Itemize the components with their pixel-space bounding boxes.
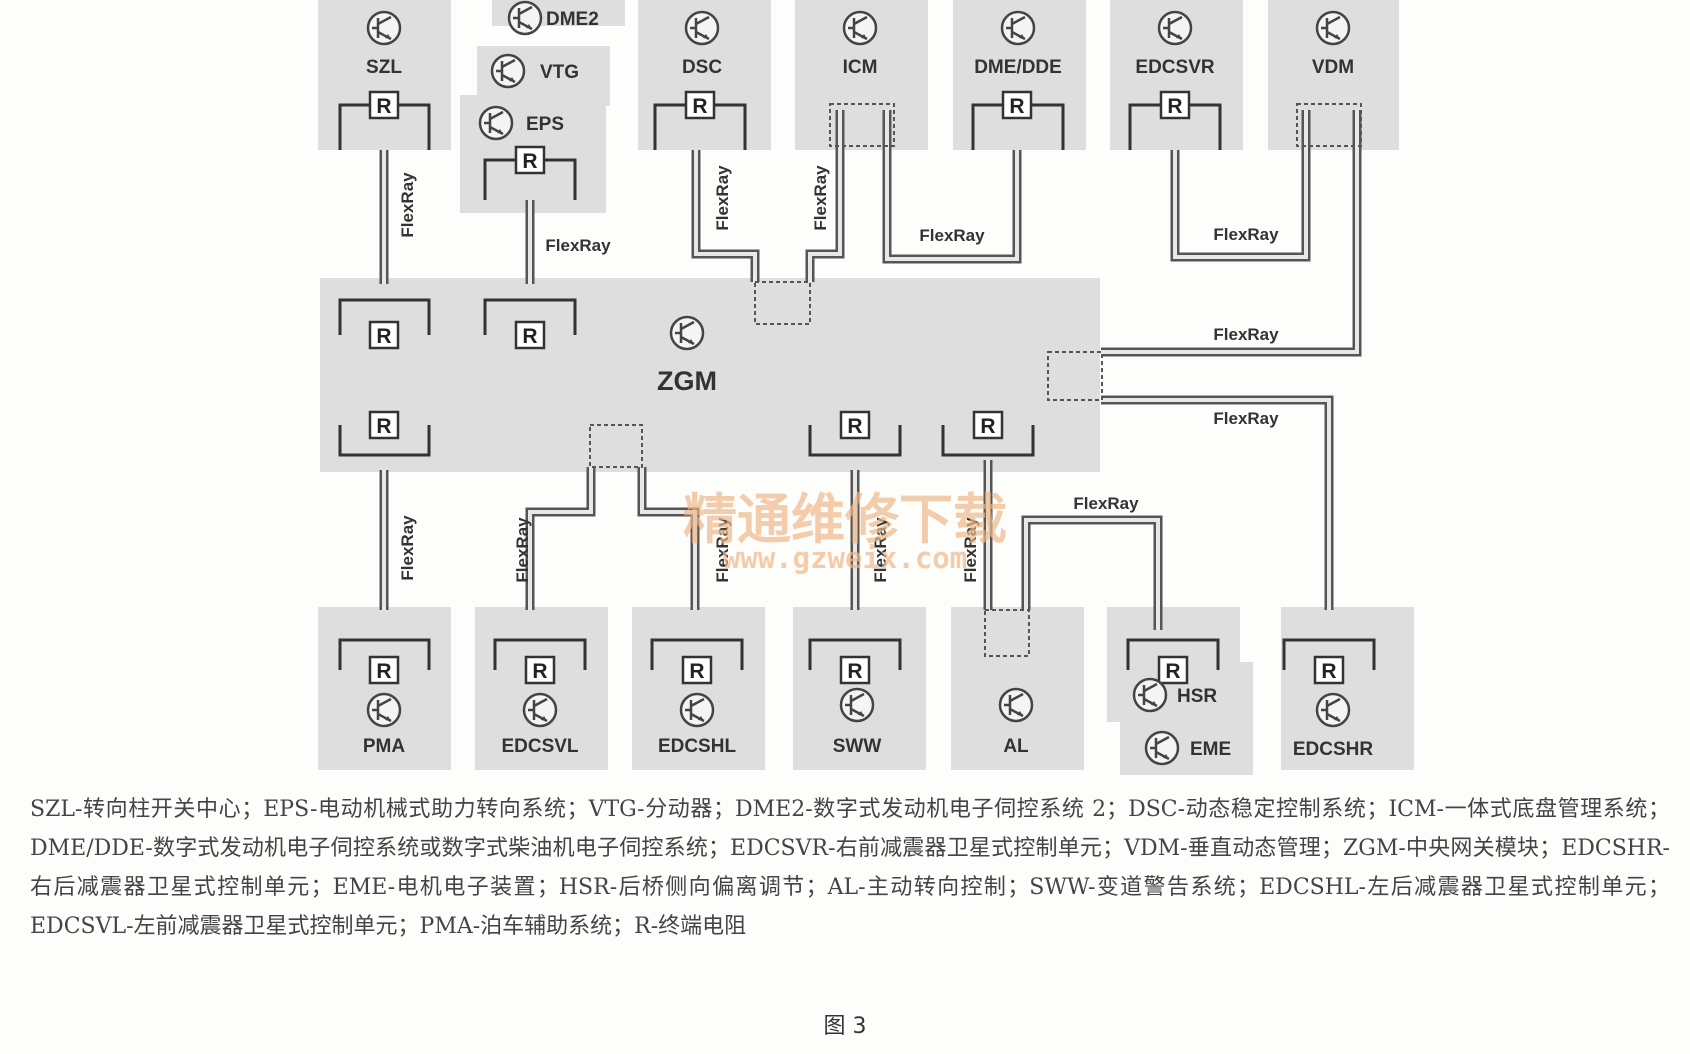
flexray-label: FlexRay <box>919 226 985 245</box>
transistor-icon <box>522 692 558 728</box>
transistor-icon <box>1315 10 1351 46</box>
resistor: R <box>368 320 400 350</box>
module-label-dme-dde: DME/DDE <box>974 57 1062 78</box>
flexray-wiring-inner <box>382 110 1359 630</box>
flexray-topology-diagram: R R R R R R R R R R R R R R R R <box>318 0 1414 775</box>
resistor: R <box>368 410 400 440</box>
flexray-label: FlexRay <box>545 236 611 255</box>
svg-text:R: R <box>522 325 537 348</box>
flexray-label: FlexRay <box>713 165 732 231</box>
resistor: R <box>368 655 400 685</box>
transistor-icon <box>1000 10 1036 46</box>
transistor-icon <box>1144 730 1180 766</box>
flexray-label: FlexRay <box>513 517 532 583</box>
svg-text:R: R <box>522 150 537 173</box>
resistor: R <box>1313 655 1345 685</box>
svg-text:R: R <box>376 415 391 438</box>
transistor-icon <box>1315 692 1351 728</box>
figure-caption: SZL-转向柱开关中心；EPS-电动机械式助力转向系统；VTG-分动器；DME2… <box>30 797 1670 939</box>
svg-text:R: R <box>980 415 995 438</box>
transistor-icon <box>490 53 526 89</box>
resistor: R <box>514 145 546 175</box>
module-label-edcshl: EDCSHL <box>658 736 737 757</box>
resistor: R <box>839 410 871 440</box>
transistor-icon <box>1157 10 1193 46</box>
module-label-dsc: DSC <box>682 57 722 78</box>
flexray-label: FlexRay <box>1213 225 1279 244</box>
flexray-label: FlexRay <box>398 515 417 581</box>
svg-text:R: R <box>689 660 704 683</box>
module-label-eps: EPS <box>526 114 564 135</box>
flexray-label: FlexRay <box>961 517 980 583</box>
module-label-sww: SWW <box>833 736 882 757</box>
svg-text:R: R <box>532 660 547 683</box>
resistor: R <box>368 90 400 120</box>
watermark: 精通维修下载 www.gzweix.com <box>683 488 1007 575</box>
resistor: R <box>684 90 716 120</box>
svg-text:R: R <box>692 95 707 118</box>
module-label-al: AL <box>1003 736 1029 757</box>
resistor: R <box>839 655 871 685</box>
module-label-szl: SZL <box>366 57 402 78</box>
transistor-icon <box>679 692 715 728</box>
flexray-label: FlexRay <box>811 165 830 231</box>
transistor-icon <box>842 10 878 46</box>
svg-text:R: R <box>1167 95 1182 118</box>
flexray-label: FlexRay <box>1213 325 1279 344</box>
resistor: R <box>1157 655 1189 685</box>
watermark-url: www.gzweix.com <box>723 541 967 575</box>
termination-resistors: R R R R R R R R R R R R R R R R <box>368 90 1345 685</box>
transistor-icon <box>366 692 402 728</box>
module-label-vdm: VDM <box>1312 57 1354 78</box>
module-labels: SZL DME2 VTG EPS DSC ICM DME/DDE EDCSVR … <box>363 9 1374 760</box>
svg-text:R: R <box>376 325 391 348</box>
module-label-pma: PMA <box>363 736 406 757</box>
transistor-icon <box>839 687 875 723</box>
transistor-icon <box>366 10 402 46</box>
transistor-icon <box>1132 677 1168 713</box>
flexray-label: FlexRay <box>1213 409 1279 428</box>
flexray-label: FlexRay <box>398 172 417 238</box>
resistor: R <box>1159 90 1191 120</box>
resistor: R <box>1001 90 1033 120</box>
svg-text:R: R <box>1165 660 1180 683</box>
module-label-eme: EME <box>1190 739 1231 760</box>
module-label-vtg: VTG <box>540 62 579 83</box>
svg-text:R: R <box>376 660 391 683</box>
watermark-title: 精通维修下载 <box>683 488 1007 551</box>
module-label-hsr: HSR <box>1177 686 1217 707</box>
transistor-icon <box>669 315 705 351</box>
svg-text:R: R <box>1321 660 1336 683</box>
svg-text:R: R <box>847 415 862 438</box>
module-label-zgm: ZGM <box>657 366 717 396</box>
module-label-edcsvl: EDCSVL <box>501 736 578 757</box>
resistor: R <box>681 655 713 685</box>
resistor-brackets <box>338 103 1376 670</box>
flexray-label: FlexRay <box>713 517 732 583</box>
module-label-edcshr: EDCSHR <box>1293 739 1374 760</box>
transistor-icon <box>478 105 514 141</box>
transistor-icon <box>998 687 1034 723</box>
resistor: R <box>972 410 1004 440</box>
module-label-dme2: DME2 <box>546 9 599 30</box>
internal-loops <box>589 103 1362 657</box>
module-label-icm: ICM <box>843 57 878 78</box>
flexray-label: FlexRay <box>1073 494 1139 513</box>
svg-text:R: R <box>847 660 862 683</box>
transistor-icon <box>507 0 543 36</box>
flexray-labels: FlexRay FlexRay FlexRay FlexRay FlexRay … <box>398 165 1279 583</box>
module-boxes <box>318 0 1414 775</box>
transistor-icon <box>684 10 720 46</box>
flexray-label: FlexRay <box>871 517 890 583</box>
figure-number: 图 3 <box>823 1014 867 1039</box>
resistor: R <box>514 320 546 350</box>
resistor: R <box>524 655 556 685</box>
svg-text:R: R <box>1009 95 1024 118</box>
module-label-edcsvr: EDCSVR <box>1135 57 1214 78</box>
svg-text:R: R <box>376 95 391 118</box>
